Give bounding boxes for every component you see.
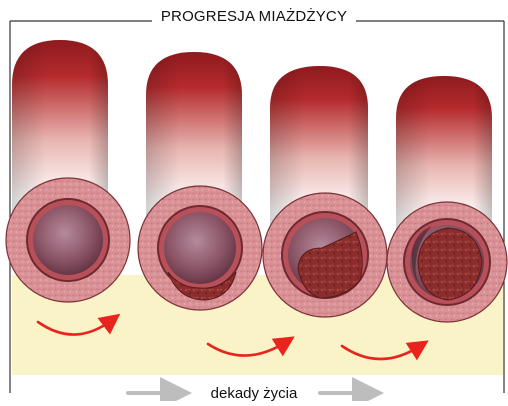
artery-stage-2 xyxy=(138,52,262,310)
footer-label: dekady życia xyxy=(0,385,508,402)
footer-label-text: dekady życia xyxy=(203,385,306,402)
diagram-title-text: PROGRESJA MIAŻDŻYCY xyxy=(152,8,356,25)
diagram-title: PROGRESJA MIAŻDŻYCY xyxy=(0,8,508,25)
artery-stage-4 xyxy=(387,76,507,322)
artery-stage-3 xyxy=(263,66,387,317)
artery-stage-1 xyxy=(6,40,130,302)
